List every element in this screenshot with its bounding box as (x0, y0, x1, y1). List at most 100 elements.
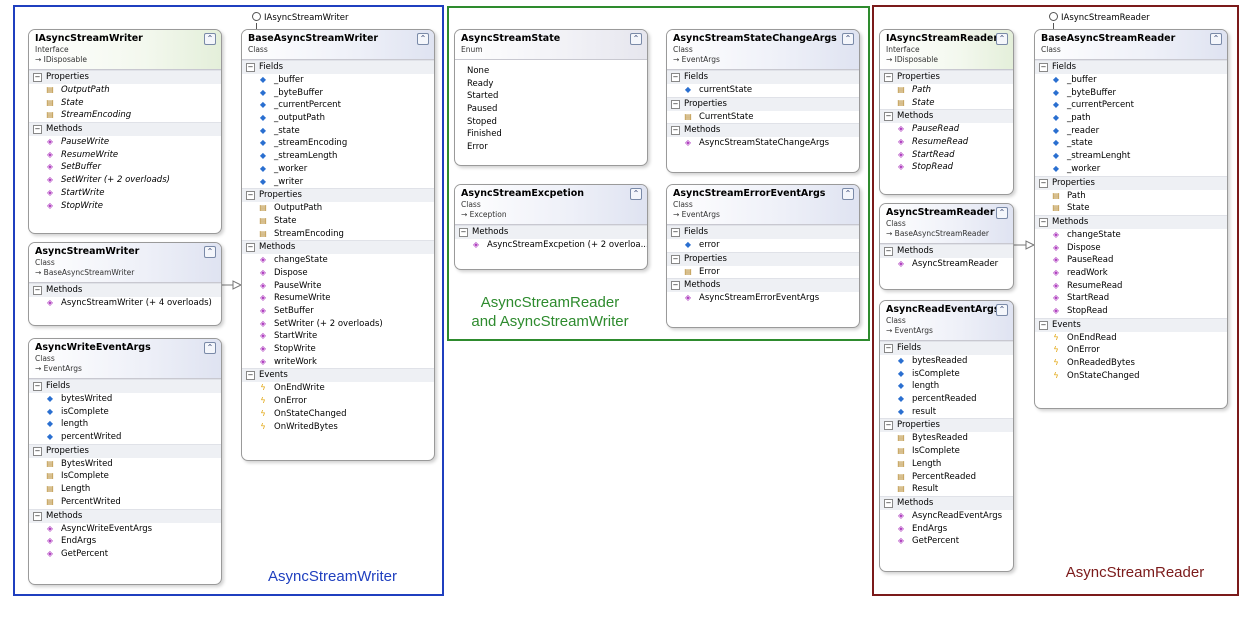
member-item[interactable]: ◆percentReaded (880, 393, 1013, 406)
member-item[interactable]: ◆_streamLength (242, 150, 434, 163)
section-collapse-icon[interactable]: − (33, 511, 42, 521)
section-collapse-icon[interactable]: − (671, 99, 680, 109)
collapse-toggle-icon[interactable]: ⌃ (1210, 33, 1222, 45)
member-item[interactable]: ◆_reader (1035, 125, 1227, 138)
section-header[interactable]: −Methods (29, 283, 221, 297)
member-item[interactable]: ◈SetBuffer (29, 161, 221, 174)
section-header[interactable]: −Events (1035, 317, 1227, 332)
member-item[interactable]: ▤State (880, 97, 1013, 110)
member-item[interactable]: ◆_worker (242, 163, 434, 176)
member-item[interactable]: ◆_byteBuffer (1035, 87, 1227, 100)
member-item[interactable]: ◈StopRead (1035, 305, 1227, 318)
member-item[interactable]: ◈EndArgs (880, 523, 1013, 536)
section-collapse-icon[interactable]: − (671, 254, 680, 264)
member-item[interactable]: ◈EndArgs (29, 535, 221, 548)
section-collapse-icon[interactable]: − (33, 446, 42, 456)
member-item[interactable]: ◈StartWrite (29, 187, 221, 200)
section-header[interactable]: −Properties (1035, 175, 1227, 190)
member-item[interactable]: ◈SetWriter (+ 2 overloads) (242, 318, 434, 331)
member-item[interactable]: ◆isComplete (880, 368, 1013, 381)
member-item[interactable]: ◈StopRead (880, 161, 1013, 174)
member-item[interactable]: ◈AsyncStreamExcpetion (+ 2 overloa... (455, 239, 647, 252)
section-header[interactable]: −Events (242, 368, 434, 383)
collapse-toggle-icon[interactable]: ⌃ (996, 33, 1008, 45)
collapse-toggle-icon[interactable]: ⌃ (630, 188, 642, 200)
section-collapse-icon[interactable]: − (1039, 63, 1048, 72)
section-header[interactable]: −Properties (880, 418, 1013, 433)
member-item[interactable]: ◈ResumeWrite (29, 149, 221, 162)
section-collapse-icon[interactable]: − (33, 286, 42, 295)
section-header[interactable]: −Fields (667, 70, 859, 84)
collapse-toggle-icon[interactable]: ⌃ (204, 246, 216, 258)
collapse-toggle-icon[interactable]: ⌃ (996, 304, 1008, 316)
member-item[interactable]: ◆currentState (667, 84, 859, 97)
member-item[interactable]: ◈StartWrite (242, 330, 434, 343)
member-item[interactable]: ◆isComplete (29, 406, 221, 419)
member-item[interactable]: ◆_outputPath (242, 112, 434, 125)
section-header[interactable]: −Fields (242, 60, 434, 74)
member-item[interactable]: ◆length (880, 380, 1013, 393)
member-item[interactable]: ◆_streamLenght (1035, 150, 1227, 163)
member-item[interactable]: ◆_writer (242, 176, 434, 189)
member-item[interactable]: ◈AsyncReadEventArgs (880, 510, 1013, 523)
member-item[interactable]: ◆_state (242, 125, 434, 138)
member-item[interactable]: ◆_streamEncoding (242, 137, 434, 150)
section-collapse-icon[interactable]: − (1039, 178, 1048, 188)
section-header[interactable]: −Methods (455, 225, 647, 239)
member-item[interactable]: ◈ResumeRead (1035, 280, 1227, 293)
member-item[interactable]: ◆_worker (1035, 163, 1227, 176)
member-item[interactable]: ◆_state (1035, 137, 1227, 150)
section-collapse-icon[interactable]: − (33, 125, 42, 135)
member-item[interactable]: ◈GetPercent (880, 535, 1013, 548)
section-header[interactable]: −Properties (667, 251, 859, 266)
section-collapse-icon[interactable]: − (884, 112, 893, 122)
section-collapse-icon[interactable]: − (671, 73, 680, 82)
section-collapse-icon[interactable]: − (33, 73, 42, 82)
section-collapse-icon[interactable]: − (884, 73, 893, 82)
member-item[interactable]: ◈PauseRead (1035, 254, 1227, 267)
member-item[interactable]: ▤Result (880, 483, 1013, 496)
section-collapse-icon[interactable]: − (671, 228, 680, 237)
member-item[interactable]: ◈AsyncStreamReader (880, 258, 1013, 271)
member-item[interactable]: ▤State (1035, 202, 1227, 215)
section-header[interactable]: −Methods (667, 278, 859, 293)
member-item[interactable]: ◈PauseWrite (242, 280, 434, 293)
member-item[interactable]: ◈Dispose (242, 267, 434, 280)
member-item[interactable]: ◆length (29, 418, 221, 431)
section-header[interactable]: −Properties (667, 96, 859, 111)
member-item[interactable]: ◆_buffer (242, 74, 434, 87)
member-item[interactable]: ◆_byteBuffer (242, 87, 434, 100)
section-collapse-icon[interactable]: − (671, 126, 680, 136)
member-item[interactable]: ◈StopWrite (29, 200, 221, 213)
member-item[interactable]: ◆_currentPercent (242, 99, 434, 112)
section-collapse-icon[interactable]: − (884, 498, 893, 508)
section-collapse-icon[interactable]: − (884, 344, 893, 353)
collapse-toggle-icon[interactable]: ⌃ (996, 207, 1008, 219)
member-item[interactable]: ▤PercentReaded (880, 471, 1013, 484)
section-collapse-icon[interactable]: − (884, 247, 893, 256)
member-item[interactable]: ▤State (29, 97, 221, 110)
member-item[interactable]: ◈ResumeRead (880, 136, 1013, 149)
member-item[interactable]: ◈changeState (242, 254, 434, 267)
section-header[interactable]: −Methods (29, 508, 221, 523)
section-collapse-icon[interactable]: − (1039, 320, 1048, 330)
member-item[interactable]: ◈Dispose (1035, 242, 1227, 255)
collapse-toggle-icon[interactable]: ⌃ (204, 33, 216, 45)
member-item[interactable]: ◈PauseRead (880, 123, 1013, 136)
member-item[interactable]: ◆bytesReaded (880, 355, 1013, 368)
section-collapse-icon[interactable]: − (246, 191, 255, 201)
